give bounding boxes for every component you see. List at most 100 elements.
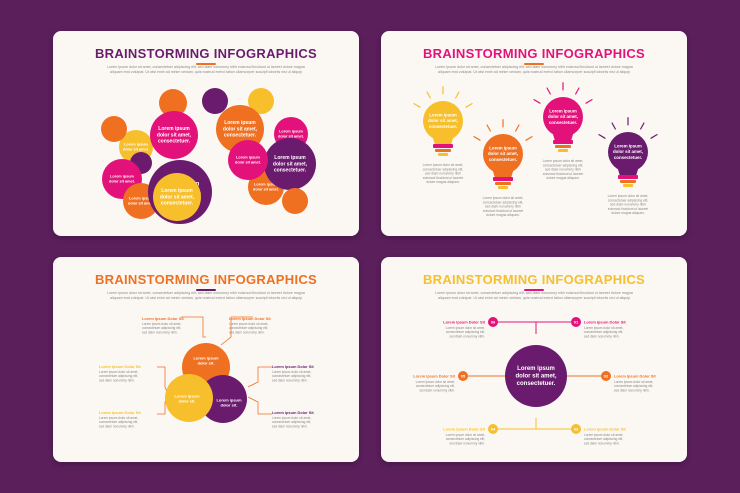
- card-title: BRAINSTORMING INFOGRAPHICS: [422, 46, 646, 61]
- item-heading: Lorem Ipsum Dolor Sit: [443, 319, 485, 324]
- bulb-base: [620, 180, 636, 183]
- bulb-body: euismod tincidunt ut laoreet: [483, 209, 523, 213]
- bulb-neck: [617, 166, 639, 176]
- bubble-label: Lorem ipsum: [110, 175, 134, 179]
- bulb-base: [623, 184, 633, 187]
- bulb-body: consectetuer adipiscing elit,: [543, 163, 584, 167]
- bulb-body: sed diam nonummy nibh: [425, 172, 461, 176]
- connector: [247, 396, 272, 415]
- item-body: Lorem ipsum dolor sit amet,: [584, 326, 623, 330]
- bubble-label: consectetuer.: [274, 168, 307, 174]
- item-heading: Lorem Ipsum Dolor Sit: [99, 410, 141, 415]
- number-label: 06: [491, 319, 496, 324]
- connector: [493, 418, 537, 430]
- item-body: consectetuer adipiscing elit,: [446, 330, 485, 334]
- bubble: [101, 116, 127, 142]
- hub-circle: [505, 345, 567, 407]
- bulb-body: dolore magna aliquam.: [546, 176, 580, 180]
- bulb-ray: [640, 122, 645, 130]
- bulb-body: sed diam nonummy nibh: [610, 203, 646, 207]
- bubble-label: Lorem ipsum: [124, 143, 148, 147]
- bulb-label: Lorem ipsum: [489, 146, 517, 151]
- item-body: consectetuer adipiscing elit,: [272, 420, 311, 424]
- bubble-label: Lorem ipsum: [236, 156, 260, 160]
- number-badge: [571, 424, 581, 434]
- venn-circle: [199, 375, 247, 423]
- subtitle: Lorem ipsum dolor sit amet, consectetuer…: [107, 291, 305, 300]
- bulb-label: consectetuer.: [429, 124, 457, 129]
- bubble-label: dolor sit amet,: [157, 132, 192, 138]
- bulb-body: euismod tincidunt ut laoreet: [608, 207, 648, 211]
- bulb-body: sed diam nonummy nibh: [545, 168, 581, 172]
- bulb-body: sed diam nonummy nibh: [485, 205, 521, 209]
- item-body: consectetuer adipiscing elit,: [99, 374, 138, 378]
- bulb-base: [495, 182, 511, 185]
- subtitle: Lorem ipsum dolor sit amet, consectetuer…: [435, 291, 633, 300]
- bulb-ray: [575, 87, 580, 95]
- bulb-label: consectetuer.: [614, 155, 642, 160]
- bubble: [282, 188, 308, 214]
- venn-label: dolor sit.: [198, 361, 215, 366]
- item-body: sed diam nonummy nibh.: [229, 330, 265, 334]
- bulb-ray: [525, 135, 533, 141]
- bubble: [248, 88, 274, 114]
- card-venn: BRAINSTORMING INFOGRAPHICS Lorem ipsum d…: [53, 257, 359, 462]
- item-body: Lorem ipsum dolor sit amet,: [272, 416, 311, 420]
- item-body: Lorem ipsum dolor sit amet,: [416, 380, 455, 384]
- bulb-body: dolore magna aliquam.: [426, 180, 460, 184]
- item-heading: Lorem Ipsum Dolor Sit: [413, 373, 455, 378]
- bulb-label: Lorem ipsum: [429, 113, 457, 118]
- bulb-ray: [546, 87, 551, 95]
- bulb-body: dolore magna aliquam.: [486, 213, 520, 217]
- bulb-body: consectetuer adipiscing elit,: [423, 167, 464, 171]
- bulb-ray: [473, 135, 481, 141]
- bubble-label: Lorem ipsum: [279, 130, 303, 134]
- venn-label: Lorem ipsum: [216, 397, 242, 402]
- number-label: 01: [574, 319, 579, 324]
- title-underline: [196, 63, 216, 65]
- bubble: [228, 140, 268, 180]
- number-badge: [571, 317, 581, 327]
- bubble: [150, 111, 198, 159]
- bulb-glass: [483, 134, 523, 174]
- bulb-glass: [543, 97, 583, 137]
- bulb-ray: [598, 133, 606, 139]
- number-badge: [601, 371, 611, 381]
- item-body: consectetuer adipiscing elit,: [229, 326, 268, 330]
- title-underline: [196, 289, 216, 291]
- bubble: [202, 88, 228, 114]
- item-body: sed diam nonummy nibh.: [614, 388, 650, 392]
- card-hub: BRAINSTORMING INFOGRAPHICS Lorem ipsum d…: [381, 257, 687, 462]
- item-body: consectetuer adipiscing elit,: [584, 330, 623, 334]
- number-badge: [488, 317, 498, 327]
- item-body: Lorem ipsum dolor sit amet,: [99, 416, 138, 420]
- item-body: consectetuer adipiscing elit,: [584, 437, 623, 441]
- bulb-ray: [413, 102, 421, 108]
- bulb-ray: [455, 91, 460, 99]
- subtitle: Lorem ipsum dolor sit amet, consectetuer…: [107, 65, 305, 74]
- bulb-base: [555, 145, 571, 148]
- bulb-ray: [426, 91, 431, 99]
- bubble-label: Lorem ipsum: [158, 126, 190, 132]
- bubble-label: dolor sit amet,: [223, 126, 258, 132]
- bubble-label: dolor sit amet.: [123, 147, 149, 151]
- item-body: sed diam nonummy nibh.: [272, 378, 308, 382]
- number-label: 04: [491, 426, 496, 431]
- bulb-base: [438, 153, 448, 156]
- item-body: sed diam nonummy nibh.: [272, 424, 308, 428]
- bubble-label: dolor sit amet.: [235, 160, 261, 164]
- hub-label: dolor sit amet,: [515, 374, 556, 380]
- venn-circle: [165, 374, 213, 422]
- bulb-label: dolor sit amet,: [613, 149, 643, 154]
- item-heading: Lorem Ipsum Dolor Sit: [272, 410, 314, 415]
- bubble-label: dolor sit amet.: [253, 187, 279, 191]
- item-body: consectetuer adipiscing elit,: [272, 374, 311, 378]
- item-body: sed diam nonummy nibh.: [584, 334, 620, 338]
- number-badge: [488, 424, 498, 434]
- item-body: consectetuer adipiscing elit,: [446, 437, 485, 441]
- bulb-label: Lorem ipsum: [614, 144, 642, 149]
- title-underline: [524, 63, 544, 65]
- bubble-label: dolor sit amet.: [278, 134, 304, 138]
- bulb-ray: [650, 133, 658, 139]
- bulb-base: [558, 149, 568, 152]
